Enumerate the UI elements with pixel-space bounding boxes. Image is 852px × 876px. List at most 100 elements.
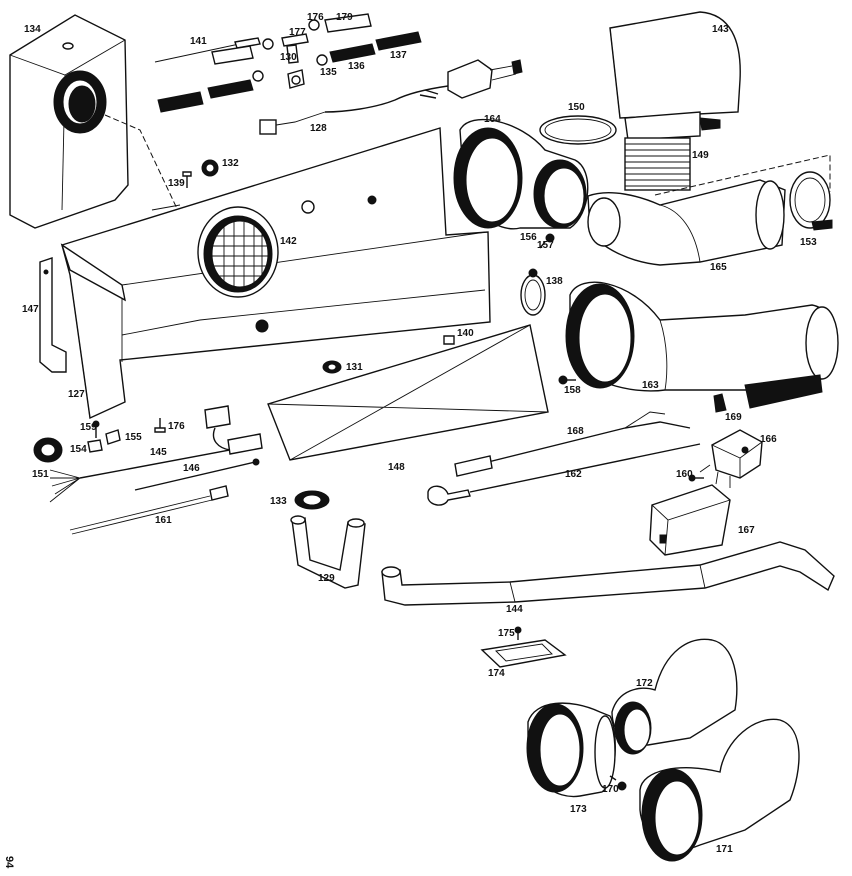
label-153: 153 bbox=[800, 237, 817, 248]
label-155: 155 bbox=[125, 432, 142, 443]
label-146: 146 bbox=[183, 463, 200, 474]
label-171: 171 bbox=[716, 844, 733, 855]
label-175: 175 bbox=[498, 628, 515, 639]
label-158: 158 bbox=[564, 385, 581, 396]
label-134: 134 bbox=[24, 24, 41, 35]
label-160: 160 bbox=[676, 469, 693, 480]
label-141: 141 bbox=[190, 36, 207, 47]
part-130-valve bbox=[287, 69, 305, 89]
part-131-grommet bbox=[322, 360, 342, 374]
label-166: 166 bbox=[760, 434, 777, 445]
part-166-motor bbox=[699, 429, 763, 488]
label-177: 177 bbox=[289, 27, 306, 38]
label-176: 176 bbox=[307, 12, 324, 23]
label-137: 137 bbox=[390, 50, 407, 61]
label-149: 149 bbox=[692, 150, 709, 161]
part-132-grommet bbox=[201, 159, 219, 177]
part-136-hose bbox=[207, 43, 376, 99]
part-127-heater-housing bbox=[60, 127, 491, 420]
label-167: 167 bbox=[738, 525, 755, 536]
part-150-ring bbox=[539, 115, 617, 145]
part-176-screw bbox=[154, 418, 166, 433]
label-129: 129 bbox=[318, 573, 335, 584]
part-145-wiring-loom bbox=[49, 405, 263, 503]
part-141-cable-tie bbox=[154, 37, 261, 63]
label-136: 136 bbox=[348, 61, 365, 72]
label-130: 130 bbox=[280, 52, 297, 63]
label-138: 138 bbox=[546, 276, 563, 287]
part-143-air-intake bbox=[609, 11, 741, 141]
part-147-bracket bbox=[39, 257, 67, 373]
part-134-heater-cover bbox=[9, 14, 181, 229]
part-179-tube bbox=[211, 13, 372, 65]
part-149-corrugated-tube bbox=[624, 137, 831, 196]
label-161: 161 bbox=[155, 515, 172, 526]
part-175-screw bbox=[514, 626, 522, 640]
part-159-screw bbox=[92, 420, 100, 438]
label-150: 150 bbox=[568, 102, 585, 113]
part-170-screw bbox=[609, 775, 627, 791]
page-number: 94 bbox=[3, 856, 15, 869]
label-133: 133 bbox=[270, 496, 287, 507]
label-132: 132 bbox=[222, 158, 239, 169]
label-147: 147 bbox=[22, 304, 39, 315]
label-128: 128 bbox=[310, 123, 327, 134]
label-165: 165 bbox=[710, 262, 727, 273]
label-139: 139 bbox=[168, 178, 185, 189]
part-142-grille bbox=[197, 206, 279, 298]
label-127: 127 bbox=[68, 389, 85, 400]
label-164: 164 bbox=[484, 114, 501, 125]
part-173-vent bbox=[526, 702, 616, 798]
part-139-screw bbox=[182, 171, 192, 188]
part-172-vent bbox=[611, 638, 738, 755]
label-131: 131 bbox=[346, 362, 363, 373]
part-140-screw bbox=[443, 335, 455, 345]
label-154: 154 bbox=[70, 444, 87, 455]
label-168: 168 bbox=[567, 426, 584, 437]
part-157-screw bbox=[539, 233, 555, 249]
label-151: 151 bbox=[32, 469, 49, 480]
part-133-grommet bbox=[294, 490, 330, 510]
part-174-gasket bbox=[480, 639, 567, 668]
part-171-vent bbox=[639, 718, 800, 862]
label-145: 145 bbox=[150, 447, 167, 458]
part-168-cable bbox=[454, 411, 691, 477]
label-157: 157 bbox=[537, 240, 554, 251]
part-128-switch-wire bbox=[259, 59, 523, 135]
label-156: 156 bbox=[520, 232, 537, 243]
label-163: 163 bbox=[642, 380, 659, 391]
part-161-cable-tie bbox=[69, 485, 229, 535]
label-173: 173 bbox=[570, 804, 587, 815]
part-165-elbow-duct bbox=[587, 179, 786, 266]
part-148-panel bbox=[267, 324, 549, 461]
part-158-screw bbox=[558, 375, 576, 385]
part-138-clip bbox=[520, 268, 546, 316]
part-137-hose-top bbox=[157, 31, 422, 113]
label-135: 135 bbox=[320, 67, 337, 78]
part-164-duct bbox=[453, 118, 589, 230]
label-144: 144 bbox=[506, 604, 523, 615]
part-162-cable bbox=[427, 443, 701, 506]
label-143: 143 bbox=[712, 24, 729, 35]
label-140: 140 bbox=[457, 328, 474, 339]
label-162: 162 bbox=[565, 469, 582, 480]
part-144-long-pipe bbox=[381, 541, 835, 606]
part-155-clip bbox=[105, 429, 121, 445]
label-172: 172 bbox=[636, 678, 653, 689]
part-176-clip bbox=[252, 19, 328, 82]
label-174: 174 bbox=[488, 668, 505, 679]
part-labels: 134 141 176 179 177 130 135 136 137 143 … bbox=[22, 12, 817, 855]
part-167-box bbox=[649, 484, 731, 556]
label-170: 170 bbox=[602, 784, 619, 795]
part-151-grommet bbox=[33, 437, 63, 463]
label-148: 148 bbox=[388, 462, 405, 473]
part-169-nut bbox=[713, 393, 727, 413]
part-160-screw bbox=[688, 474, 704, 482]
part-177-t-connector bbox=[281, 33, 309, 64]
part-163-duct bbox=[565, 281, 839, 409]
part-153-clamp bbox=[789, 171, 833, 231]
label-142: 142 bbox=[280, 236, 297, 247]
label-159: 159 bbox=[80, 422, 97, 433]
part-129-bent-pipe bbox=[290, 515, 366, 589]
